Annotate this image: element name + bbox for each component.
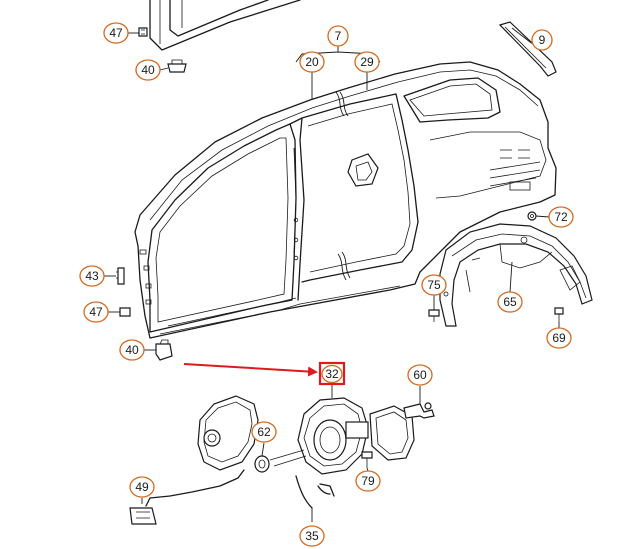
clip-43 [116, 267, 125, 285]
callout-35: 35 [299, 525, 325, 547]
callout-29-label: 29 [360, 55, 374, 69]
nut-72 [527, 211, 537, 221]
callout-62: 62 [251, 421, 277, 443]
callout-72: 72 [548, 206, 574, 228]
callout-9: 9 [531, 29, 553, 51]
callout-75-label: 75 [427, 278, 441, 292]
fuel-door-flap [369, 405, 415, 461]
callout-72-label: 72 [554, 210, 568, 224]
callout-32-label: 32 [325, 367, 339, 381]
callout-9-label: 9 [539, 33, 546, 47]
clip-47-top [138, 27, 148, 37]
upper-body-panel-fragment [149, 0, 301, 51]
wheel-house-liner-65 [439, 223, 593, 327]
callout-20-label: 20 [305, 55, 319, 69]
callout-40-top: 40 [135, 59, 161, 81]
callout-47-top-label: 47 [109, 26, 123, 40]
callout-47-left-label: 47 [89, 305, 103, 319]
callout-29: 29 [354, 51, 380, 73]
callout-47-left: 47 [83, 301, 109, 323]
callout-79-label: 79 [361, 474, 375, 488]
clip-47-left [119, 307, 131, 317]
fuel-filler-housing-32 [269, 397, 369, 475]
callout-49: 49 [129, 476, 155, 498]
callout-65-label: 65 [503, 295, 517, 309]
callout-69: 69 [546, 327, 572, 349]
screw-69 [554, 307, 564, 322]
side-body-panel [134, 61, 557, 339]
callout-75: 75 [421, 274, 447, 296]
leader-lines [104, 27, 560, 522]
callout-79: 79 [355, 470, 381, 492]
callout-40-left-label: 40 [125, 343, 139, 357]
callout-20: 20 [299, 51, 325, 73]
clip-40-top [167, 59, 187, 73]
seal-ring-62 [254, 455, 270, 473]
screw-79 [361, 451, 373, 468]
hose-35 [295, 475, 335, 509]
callout-60-label: 60 [413, 368, 427, 382]
actuator-60 [403, 402, 435, 419]
roof-trim-strip-9 [498, 21, 557, 77]
splash-shield [197, 395, 259, 471]
callout-65: 65 [497, 291, 523, 313]
callout-35-label: 35 [305, 529, 319, 543]
callout-69-label: 69 [552, 331, 566, 345]
callout-7-label: 7 [335, 29, 342, 43]
callout-43-label: 43 [85, 269, 99, 283]
pointer-arrow [183, 363, 318, 377]
callout-7: 7 [327, 25, 349, 47]
callout-40-left: 40 [119, 339, 145, 361]
callout-60: 60 [407, 364, 433, 386]
callout-40-top-label: 40 [141, 63, 155, 77]
callout-49-label: 49 [135, 480, 149, 494]
callout-47-top: 47 [103, 22, 129, 44]
callout-32-highlighted: 32 [318, 361, 346, 386]
callout-43: 43 [79, 265, 105, 287]
clip-40-left [155, 339, 173, 361]
cable-49 [129, 469, 245, 525]
screw-75 [428, 309, 440, 322]
callout-62-label: 62 [257, 425, 271, 439]
